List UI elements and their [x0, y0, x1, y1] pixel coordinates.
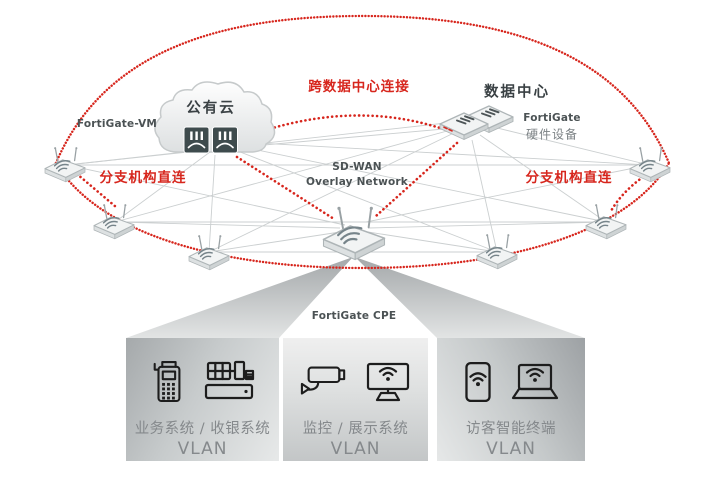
- vlan-box-monitoring-icons: [300, 358, 411, 406]
- overlay-network-label-line2: Overlay Network: [306, 176, 408, 188]
- fortigate-vm-icon: [183, 126, 210, 154]
- vlan-box-guest-icons: [463, 358, 560, 406]
- vlan-box-guest-label: 访客智能终端: [466, 421, 556, 437]
- mesh-links: [66, 121, 650, 253]
- vlan-box-business-sublabel: VLAN: [177, 439, 228, 459]
- cctv-camera-icon: [300, 366, 346, 395]
- red-direct-links: [75, 114, 645, 221]
- fortigate-vm-label: FortiGate-VM: [76, 118, 158, 130]
- cloud-cpe-link: [235, 155, 336, 221]
- fortigate-vm-icon: [212, 126, 238, 154]
- vlan-box-guest: 访客智能终端 VLAN: [437, 338, 585, 461]
- fortigate-hw-label-line1: FortiGate: [523, 112, 581, 124]
- cpe-label: FortiGate CPE: [311, 310, 397, 322]
- fortigate-hw-label-line2: 硬件设备: [525, 127, 579, 142]
- public-cloud: [154, 81, 276, 154]
- pos-terminal-icon: [153, 361, 181, 403]
- vlan-box-business-icons: [149, 358, 256, 406]
- branch-link-left: [75, 172, 118, 209]
- branch-ap-icon: [585, 203, 627, 240]
- display-wifi-icon: [366, 362, 410, 402]
- vlan-box-monitoring: 监控 / 展示系统 VLAN: [283, 338, 428, 461]
- vlan-box-monitoring-label: 监控 / 展示系统: [302, 421, 409, 437]
- funnel-beam-right: [355, 257, 585, 338]
- tablet-wifi-icon: [464, 361, 491, 403]
- vlan-box-business-label: 业务系统 / 收银系统: [134, 421, 271, 437]
- cpe-funnel: [126, 257, 585, 338]
- cross-dc-link-label: 跨数据中心连接: [308, 79, 410, 95]
- branch-ap-icon: [476, 233, 518, 270]
- dc-cpe-link: [374, 141, 459, 218]
- vlan-box-guest-sublabel: VLAN: [486, 439, 536, 459]
- datacenter-label: 数据中心: [484, 84, 550, 101]
- vlan-box-monitoring-sublabel: VLAN: [330, 439, 381, 459]
- vlan-box-business: 业务系统 / 收银系统 VLAN: [126, 338, 279, 461]
- branch-ap-icon: [44, 146, 86, 183]
- branch-direct-label-left: 分支机构直连: [99, 170, 187, 186]
- cross-dc-link: [264, 114, 442, 132]
- public-cloud-label: 公有云: [186, 100, 236, 117]
- branch-direct-label-right: 分支机构直连: [525, 170, 613, 186]
- branch-link-right: [609, 175, 645, 213]
- laptop-wifi-icon: [511, 363, 558, 400]
- overlay-network-label-line1: SD-WAN: [332, 161, 382, 173]
- cash-register-icon: [204, 360, 255, 400]
- branch-ap-icon: [188, 234, 230, 271]
- funnel-beam-left: [126, 257, 353, 338]
- overlay-network-label: SD-WAN Overlay Network: [306, 160, 408, 190]
